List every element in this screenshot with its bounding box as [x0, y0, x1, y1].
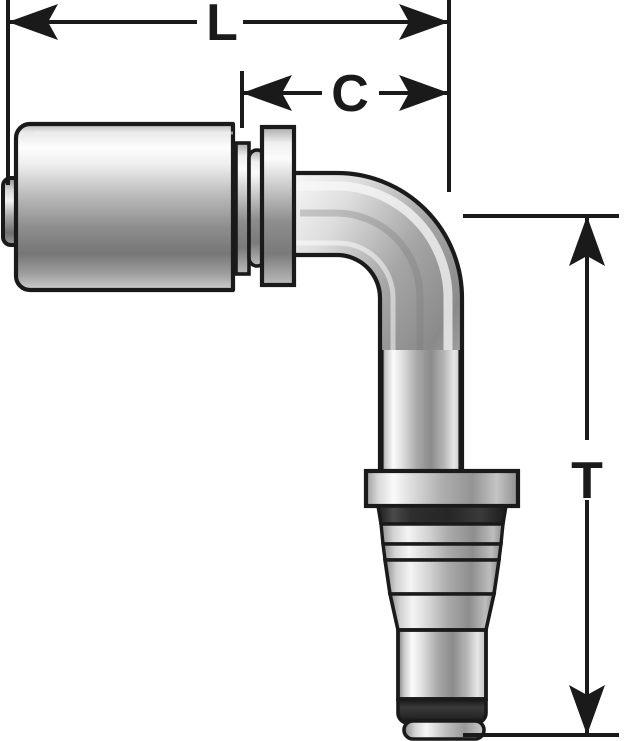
bend-shadow-core — [300, 209, 424, 470]
crimp-collar-outline — [13, 121, 236, 293]
hex-collar-flange-shape — [259, 124, 297, 288]
part-assembly — [1, 121, 521, 741]
dimension-L-arrow-right — [399, 4, 449, 40]
dimension-C: C — [240, 65, 449, 128]
barb-straight-shape — [396, 628, 488, 701]
o-ring-upper-shape — [375, 504, 509, 526]
bend-highlight-outer — [292, 181, 453, 470]
vertical-leg — [379, 350, 463, 492]
barb-band-1 — [379, 522, 505, 546]
dimension-T-arrow-top — [569, 216, 605, 266]
dimension-C-arrow-right — [399, 75, 449, 111]
dimension-T: T — [463, 214, 619, 737]
dimension-L-label: L — [206, 0, 238, 52]
dimension-C-label: C — [331, 65, 369, 123]
step-ring-shape — [234, 141, 251, 276]
barb-taper-lower-shape — [387, 592, 497, 632]
bend-highlight-inner — [292, 240, 396, 470]
barb-band-2-shape — [381, 542, 503, 562]
lower-flange-shape — [363, 468, 521, 509]
dimension-T-label: T — [571, 452, 603, 510]
dimension-T-arrow-bottom — [569, 685, 605, 735]
step-ring — [234, 141, 251, 276]
dimension-L: L — [6, 0, 451, 192]
lower-flange — [363, 468, 521, 509]
dimension-C-arrow-left — [242, 75, 292, 111]
barb-taper-upper — [382, 558, 502, 596]
vertical-leg-fill — [380, 350, 462, 492]
dimension-L-arrow-left — [8, 4, 58, 40]
barb-band-1-shape — [379, 522, 505, 546]
hex-collar-flange — [259, 124, 297, 288]
crimp-collar-body — [13, 121, 236, 293]
o-ring-upper — [375, 504, 509, 526]
barb-straight — [396, 628, 488, 701]
barb-taper-upper-shape — [382, 558, 502, 596]
barb-band-2 — [381, 542, 503, 562]
barb-taper-lower — [387, 592, 497, 632]
